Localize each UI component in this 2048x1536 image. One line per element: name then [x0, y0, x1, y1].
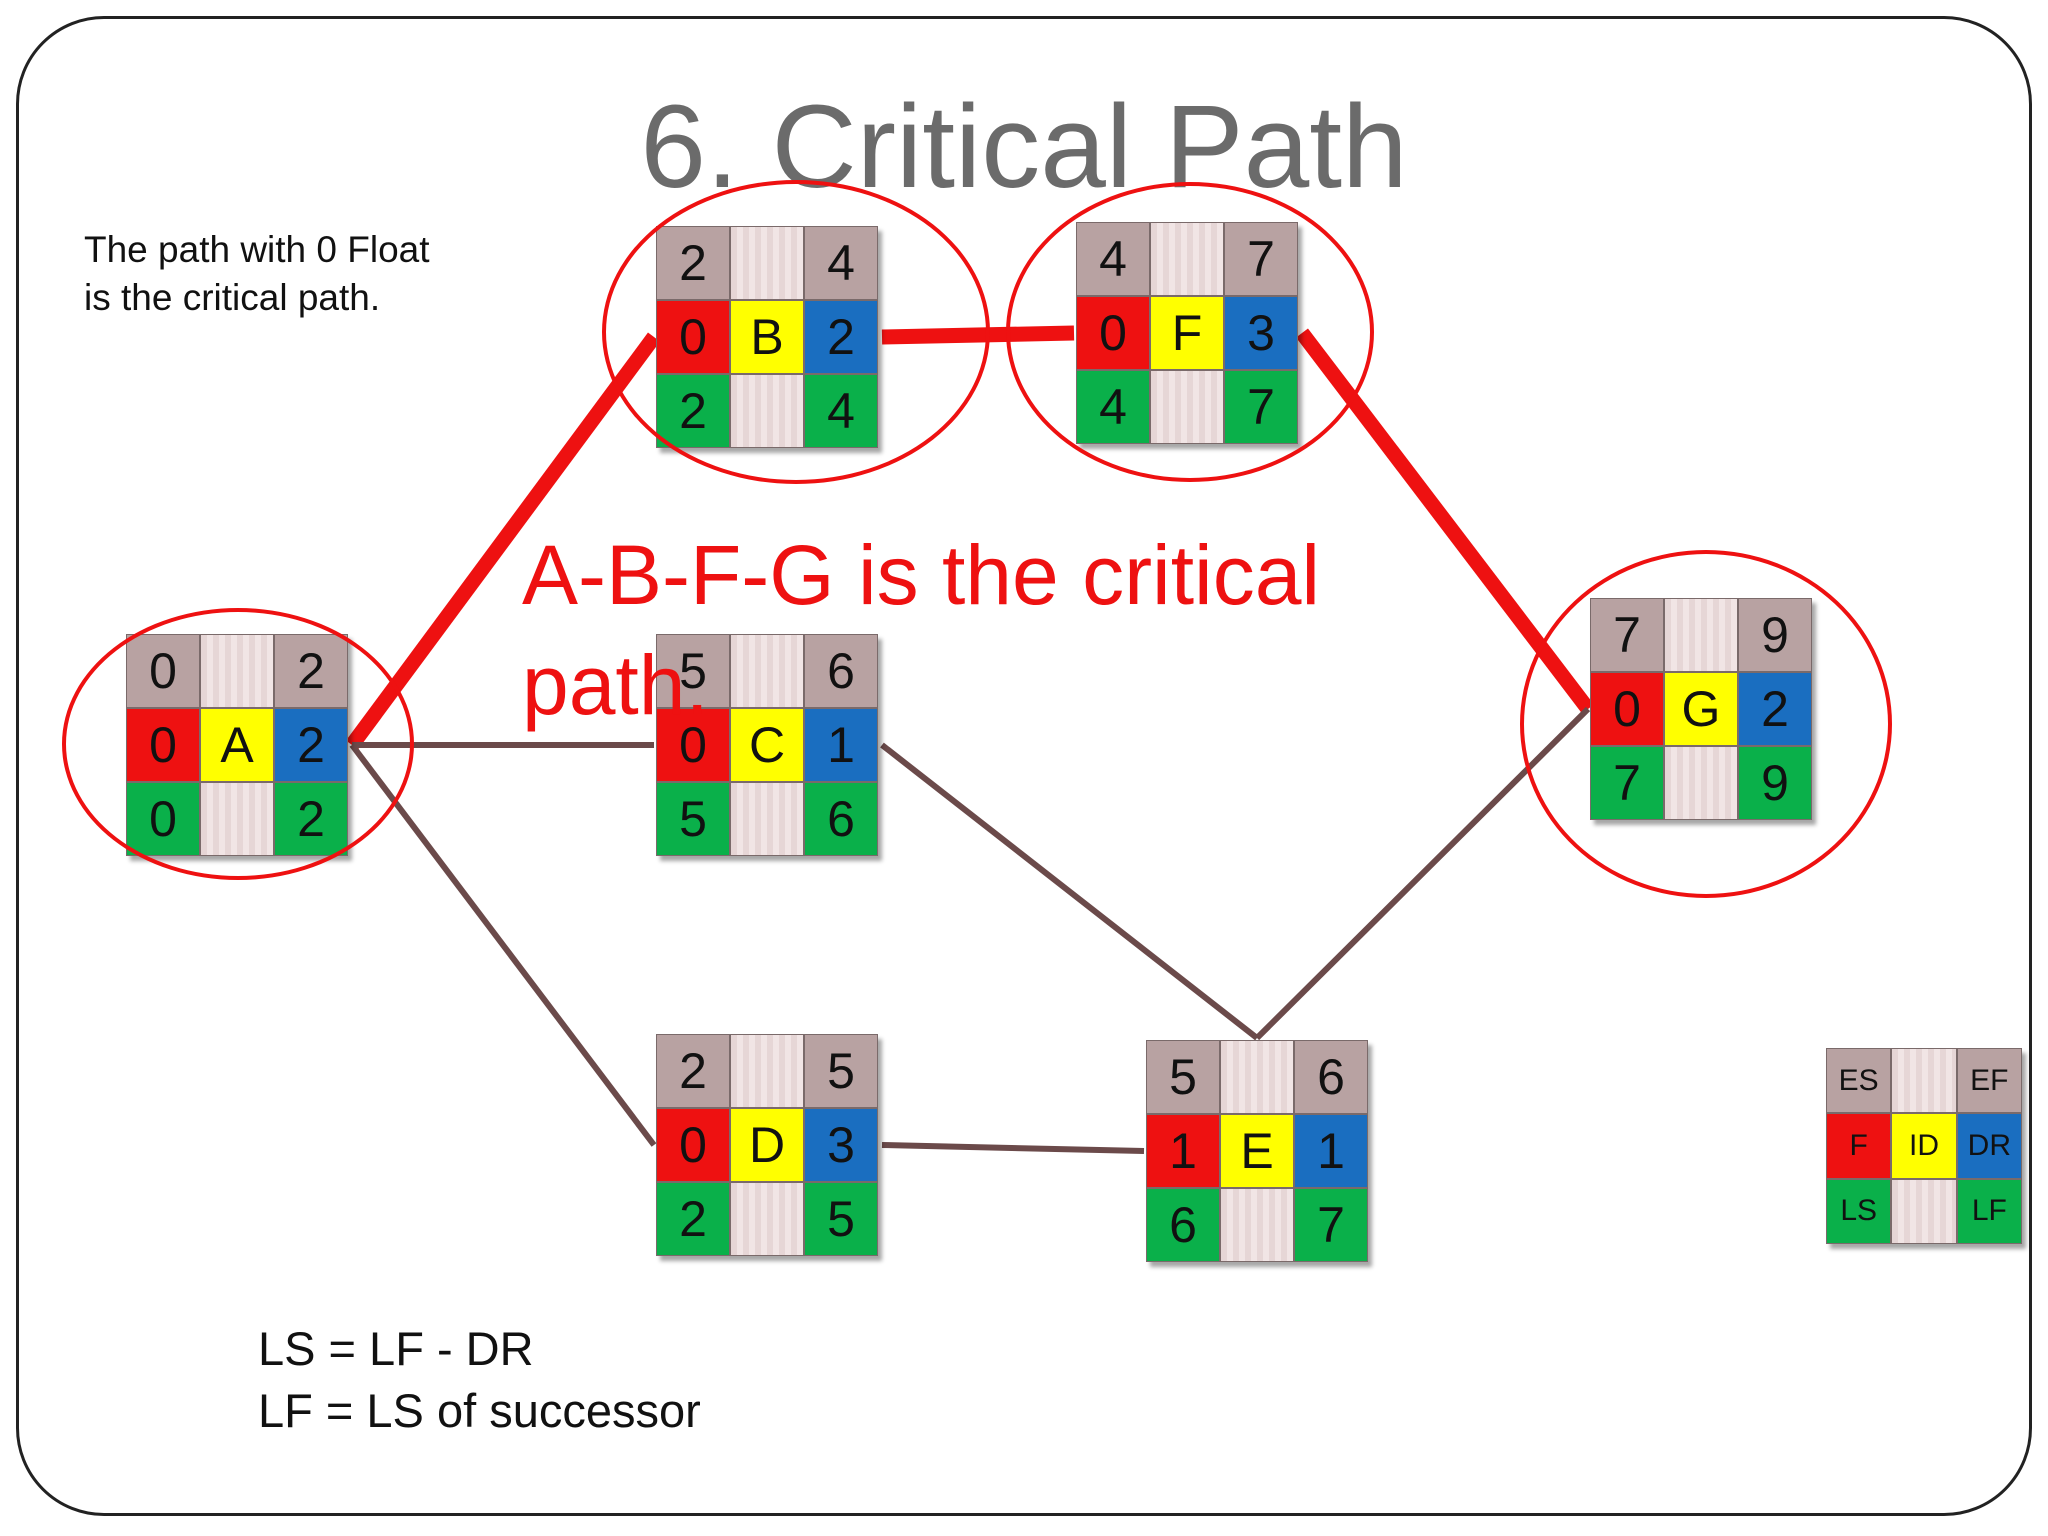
edge-a-b — [345, 332, 661, 750]
legend-node-ef: EF — [1956, 1048, 2022, 1114]
formula-ls: LS = LF - DR — [258, 1322, 534, 1375]
node-e-blank-cell — [1220, 1188, 1294, 1262]
node-d-ls: 2 — [656, 1182, 730, 1256]
node-d-ef: 5 — [804, 1034, 878, 1108]
node-e-blank-cell — [1220, 1040, 1294, 1114]
legend-node-blank-cell — [1891, 1048, 1957, 1114]
node-e-es: 5 — [1146, 1040, 1220, 1114]
legend-node-es: ES — [1826, 1048, 1892, 1114]
node-c-f: 0 — [656, 708, 730, 782]
critical-path-note: The path with 0 Float is the critical pa… — [84, 229, 430, 318]
node-c-id: C — [730, 708, 804, 782]
legend-node-blank-cell — [1891, 1178, 1957, 1244]
legend-node-ls: LS — [1826, 1178, 1892, 1244]
critical-ellipse-g — [1520, 550, 1892, 898]
edge-d-e — [881, 1142, 1145, 1154]
node-c-ls: 5 — [656, 782, 730, 856]
node-d-f: 0 — [656, 1108, 730, 1182]
legend-node-lf: LF — [1956, 1178, 2022, 1244]
legend-node-f: F — [1826, 1113, 1892, 1179]
node-e-dr: 1 — [1294, 1114, 1368, 1188]
node-c-es: 5 — [656, 634, 730, 708]
formulas: LS = LF - DR LF = LS of successor — [258, 1318, 701, 1442]
node-e-ls: 6 — [1146, 1188, 1220, 1262]
node-c-blank-cell — [730, 634, 804, 708]
edge-a-d — [349, 743, 657, 1147]
node-d-blank-cell — [730, 1182, 804, 1256]
edge-c-e — [880, 742, 1259, 1041]
node-d-id: D — [730, 1108, 804, 1182]
legend-node-dr: DR — [1956, 1113, 2022, 1179]
node-e-ef: 6 — [1294, 1040, 1368, 1114]
formula-lf: LF = LS of successor — [258, 1384, 701, 1437]
node-d-dr: 3 — [804, 1108, 878, 1182]
node-e-f: 1 — [1146, 1114, 1220, 1188]
node-d-lf: 5 — [804, 1182, 878, 1256]
critical-ellipse-a — [62, 608, 414, 880]
critical-path-statement: A-B-F-G is the critical path. — [522, 528, 1321, 732]
critical-ellipse-b — [602, 180, 990, 484]
legend-node-id: ID — [1891, 1113, 1957, 1179]
node-c-dr: 1 — [804, 708, 878, 782]
node-c-ef: 6 — [804, 634, 878, 708]
node-c-blank-cell — [730, 782, 804, 856]
node-e-id: E — [1220, 1114, 1294, 1188]
node-d-blank-cell — [730, 1034, 804, 1108]
node-e-lf: 7 — [1294, 1188, 1368, 1262]
critical-ellipse-f — [1006, 182, 1374, 482]
slide-title: 6. Critical Path — [640, 81, 1408, 213]
node-c-lf: 6 — [804, 782, 878, 856]
node-d-es: 2 — [656, 1034, 730, 1108]
